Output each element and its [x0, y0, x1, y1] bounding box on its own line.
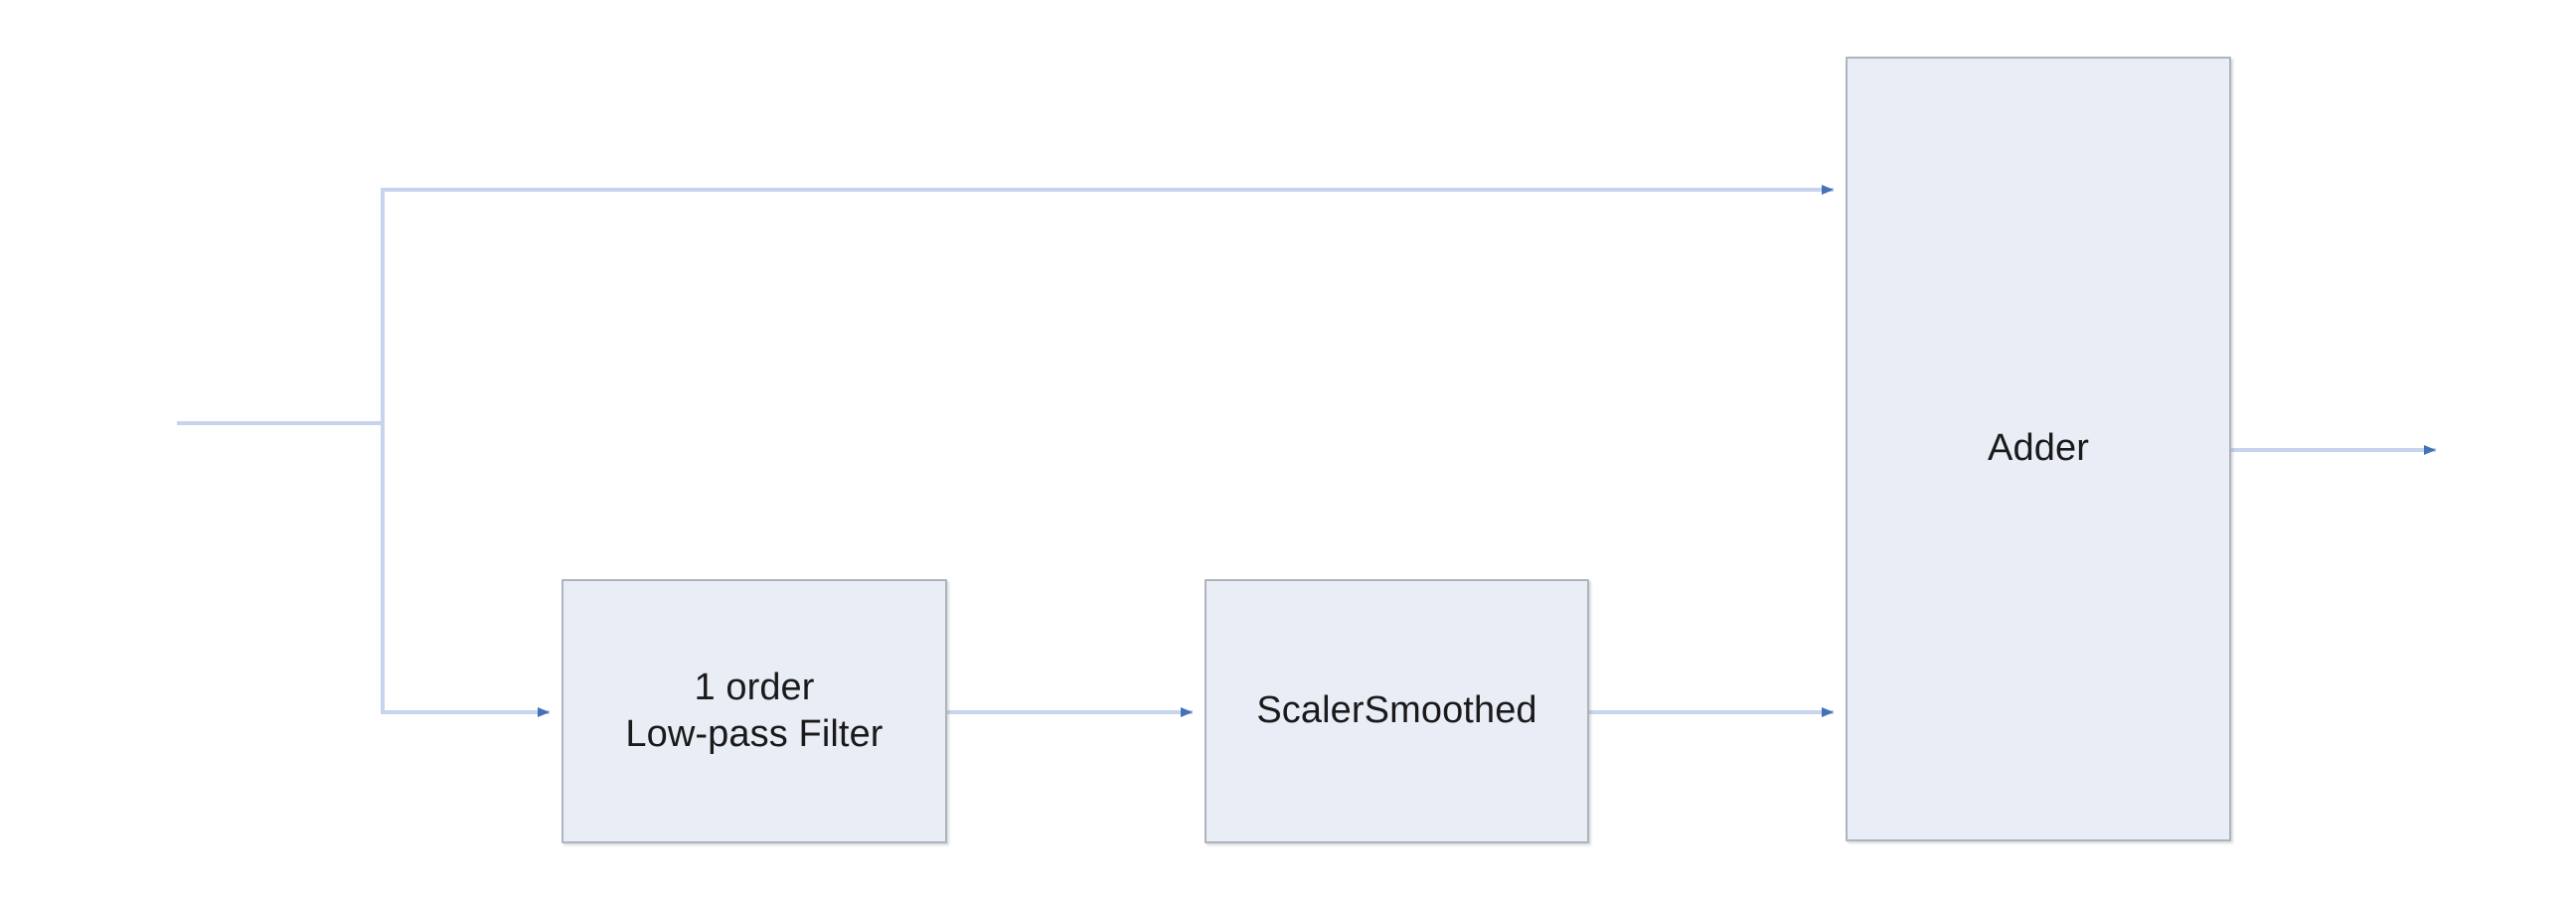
- wire-branch-to-adder-top: [381, 185, 1834, 423]
- node-low-pass-filter-label: 1 order Low-pass Filter: [625, 666, 884, 756]
- node-scaler-smoothed-label: ScalerSmoothed: [1256, 689, 1537, 732]
- node-low-pass-filter[interactable]: 1 order Low-pass Filter: [562, 579, 947, 843]
- wire-branch-to-lowpass: [381, 423, 550, 717]
- node-adder[interactable]: Adder: [1846, 57, 2231, 841]
- node-adder-label: Adder: [1988, 427, 2089, 470]
- node-scaler-smoothed[interactable]: ScalerSmoothed: [1205, 579, 1589, 843]
